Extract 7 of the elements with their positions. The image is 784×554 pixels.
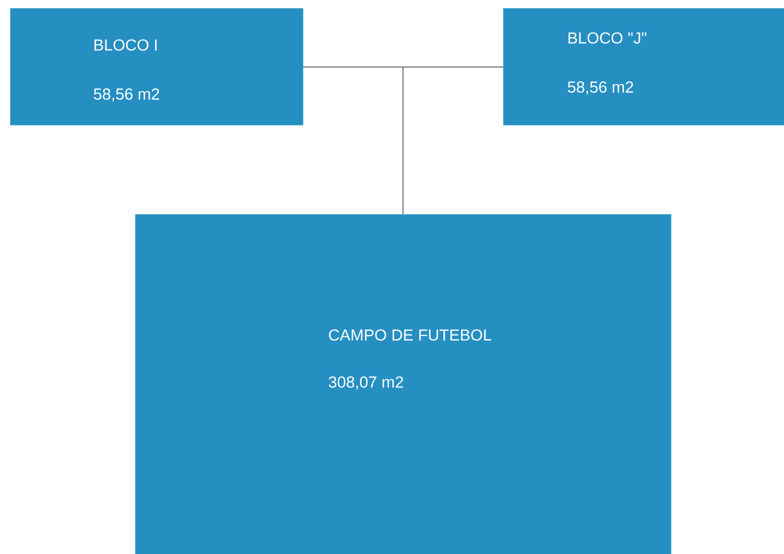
block-name: CAMPO DE FUTEBOL (329, 329, 492, 341)
block-name: BLOCO I (94, 39, 157, 51)
connector-line (402, 66, 504, 214)
block-name: BLOCO "J" (568, 32, 646, 44)
area-label: 308,07 m2 (328, 376, 403, 390)
area-label: 58,56 m2 (94, 88, 160, 102)
area-label: 58,56 m2 (568, 81, 634, 95)
